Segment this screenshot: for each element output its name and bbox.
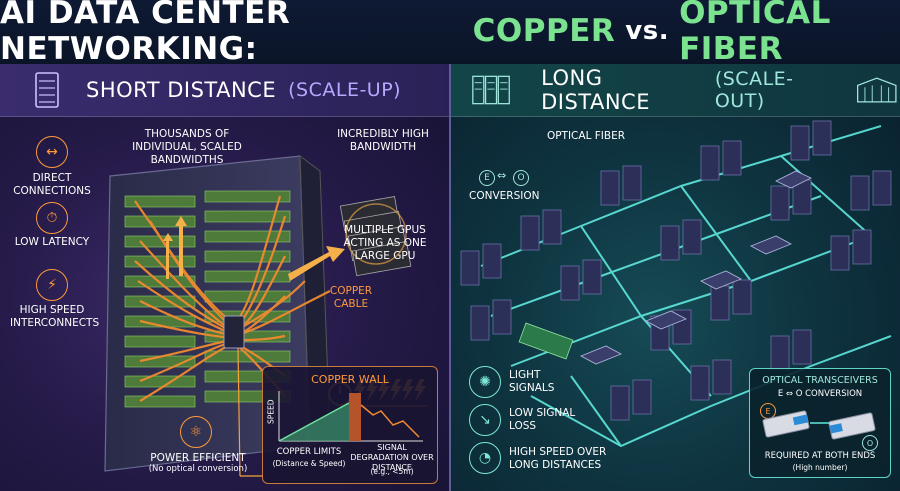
page-title: AI DATA CENTER NETWORKING: COPPER vs. OP… — [0, 0, 900, 67]
copper-cable-label: COPPER CABLE — [329, 285, 373, 311]
copper-panel-header: SHORT DISTANCE (SCALE-UP) — [0, 64, 450, 117]
conversion-label: CONVERSION — [469, 190, 540, 202]
gpus-label: MULTIPLE GPUs ACTING AS ONE LARGE GPU — [343, 224, 427, 263]
stopwatch-icon: ⏱ — [36, 202, 68, 234]
panel-divider — [449, 64, 451, 491]
server-racks-icon — [472, 75, 510, 105]
transceivers-conversion: E ⇔ O CONVERSION — [777, 389, 863, 399]
feature-high-speed-long: HIGH SPEED OVER LONG DISTANCES — [509, 446, 607, 472]
copper-wall-title: COPPER WALL — [311, 373, 389, 386]
title-copper: COPPER — [472, 13, 616, 49]
title-vs: vs. — [625, 16, 670, 46]
copper-header-title: SHORT DISTANCE — [86, 78, 277, 102]
feature-low-signal-loss: LOW SIGNAL LOSS — [509, 407, 576, 433]
transceivers-required: REQUIRED AT BOTH ENDS — [764, 451, 876, 461]
optical-fiber-label: OPTICAL FIBER — [546, 130, 626, 142]
copper-wall-box: COPPER WALL SPEED COPPER LIMITS (Distanc… — [262, 366, 438, 484]
data-center-building-icon — [857, 77, 897, 103]
copper-limits-label: COPPER LIMITS — [276, 447, 342, 457]
optical-network-illustration — [460, 120, 892, 448]
feature-direct-connections: DIRECT CONNECTIONS — [13, 172, 91, 198]
bandwidths-label: THOUSANDS OF INDIVIDUAL, SCALED BANDWIDT… — [132, 128, 242, 167]
copper-wall-graph — [278, 391, 423, 442]
optical-header-title: LONG DISTANCE — [541, 66, 650, 114]
o-letter-icon: O — [513, 170, 529, 186]
eo-arrow-icon: ⇔ — [497, 169, 507, 182]
transceiver-modules-icon — [762, 410, 876, 440]
high-bandwidth-label: INCREDIBLY HIGH BANDWIDTH — [337, 128, 429, 154]
signal-degradation-note: (e.g., <5m) — [370, 467, 414, 476]
server-rack-icon — [35, 72, 59, 108]
optical-transceivers-box: OPTICAL TRANSCEIVERS E ⇔ O CONVERSION E … — [749, 368, 891, 478]
power-efficient-note: (No optical conversion) — [148, 464, 248, 474]
copper-server-illustration — [104, 154, 428, 477]
copper-wall-y-axis: SPEED — [266, 399, 276, 424]
e-letter-icon: E — [479, 170, 495, 186]
copper-limits-note: (Distance & Speed) — [272, 459, 346, 468]
optical-header-subtitle: (SCALE-OUT) — [714, 68, 794, 112]
copper-panel: SHORT DISTANCE (SCALE-UP) — [0, 64, 450, 491]
speed-icon: ⚡ — [36, 269, 68, 301]
feature-low-latency: LOW LATENCY — [14, 236, 90, 248]
eo-conversion-group: E ⇔ O CONVERSION — [469, 169, 540, 210]
title-part1: AI DATA CENTER NETWORKING: — [0, 0, 291, 67]
feature-high-speed: HIGH SPEED INTERCONNECTS — [10, 304, 100, 330]
title-optical: OPTICAL FIBER — [679, 0, 831, 67]
power-efficient-label: POWER EFFICIENT — [150, 452, 246, 464]
light-icon: ✺ — [469, 366, 501, 398]
feature-light-signals: LIGHT SIGNALS — [509, 369, 555, 395]
transceivers-title: OPTICAL TRANSCEIVERS — [762, 375, 878, 386]
gauge-icon: ◔ — [469, 442, 501, 474]
o-badge-icon: O — [862, 435, 878, 451]
atom-icon: ⚛ — [180, 416, 212, 448]
optical-panel: LONG DISTANCE (SCALE-OUT) — [451, 64, 900, 491]
signal-loss-icon: ↘ — [469, 404, 501, 436]
optical-panel-header: LONG DISTANCE (SCALE-OUT) — [451, 64, 900, 117]
transceivers-required-note: (High number) — [792, 463, 848, 472]
copper-header-subtitle: (SCALE-UP) — [288, 79, 402, 101]
arrows-icon: ↔ — [36, 136, 68, 168]
signal-degradation-label: SIGNAL DEGRADATION OVER DISTANCE — [350, 443, 434, 472]
